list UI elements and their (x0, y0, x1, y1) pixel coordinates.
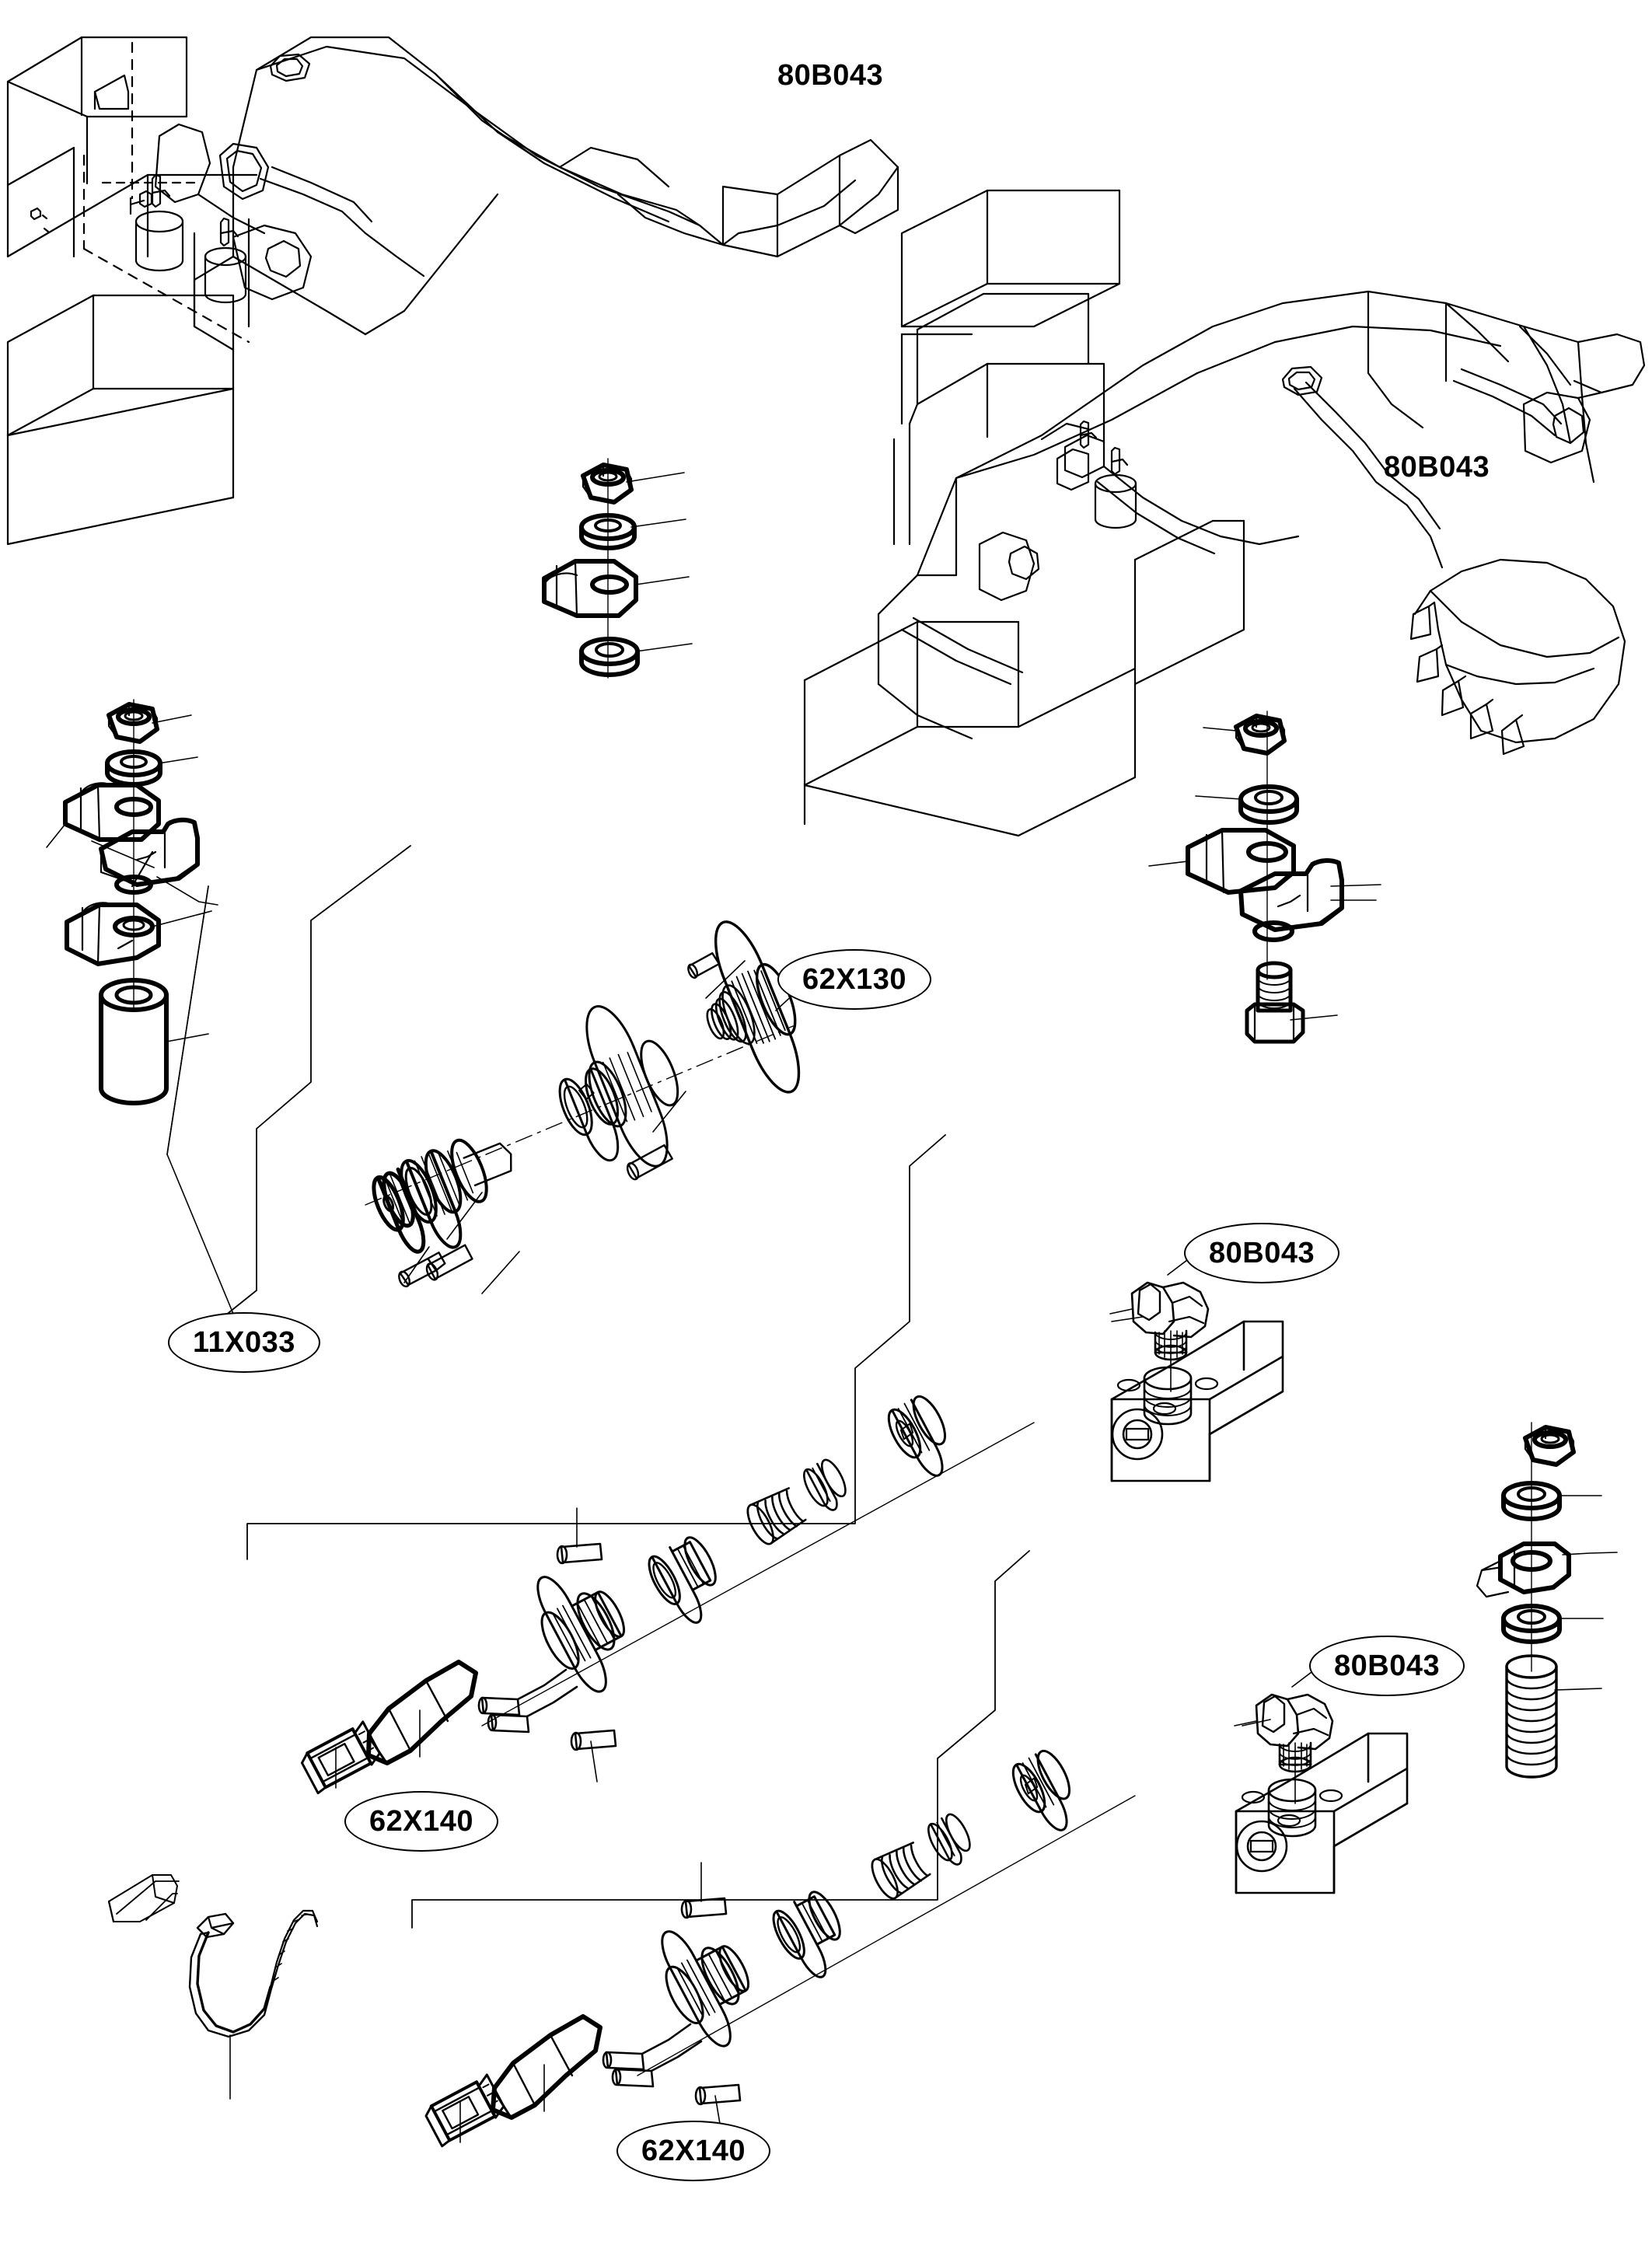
hose-stub-lower-left (107, 1874, 178, 1923)
valve-block-lower (1234, 1652, 1409, 1894)
harness-upper (300, 1395, 1035, 1795)
callout-62x140-upper: 62X140 (344, 1791, 499, 1852)
clamp-stack-top-center (542, 458, 693, 679)
callout-62x130: 62X130 (777, 949, 932, 1010)
clamp-stack-far-right (1476, 1422, 1618, 1779)
callout-62x140-lower: 62X140 (616, 2121, 771, 2181)
assembly-leader-lines (91, 840, 1381, 1727)
callout-11x033: 11X033 (168, 1312, 320, 1373)
callout-80b043-valve-upper: 80B043 (1184, 1223, 1340, 1283)
cable-tie (188, 1909, 319, 2100)
clamp-stack-right (1148, 711, 1377, 1044)
callout-80b043-upper-left: 80B043 (777, 59, 884, 92)
quick-coupler-assembly (166, 885, 817, 1315)
callout-80b043-valve-lower: 80B043 (1309, 1636, 1465, 1696)
callout-80b043-upper-right: 80B043 (1384, 451, 1490, 484)
section-leader-lines (116, 845, 1030, 1929)
excavator-upper-right (803, 189, 1646, 837)
harness-lower (424, 1749, 1136, 2148)
excavator-upper-left (6, 36, 899, 546)
clamp-stack-left (46, 699, 218, 1105)
valve-block-upper (1109, 1240, 1284, 1482)
